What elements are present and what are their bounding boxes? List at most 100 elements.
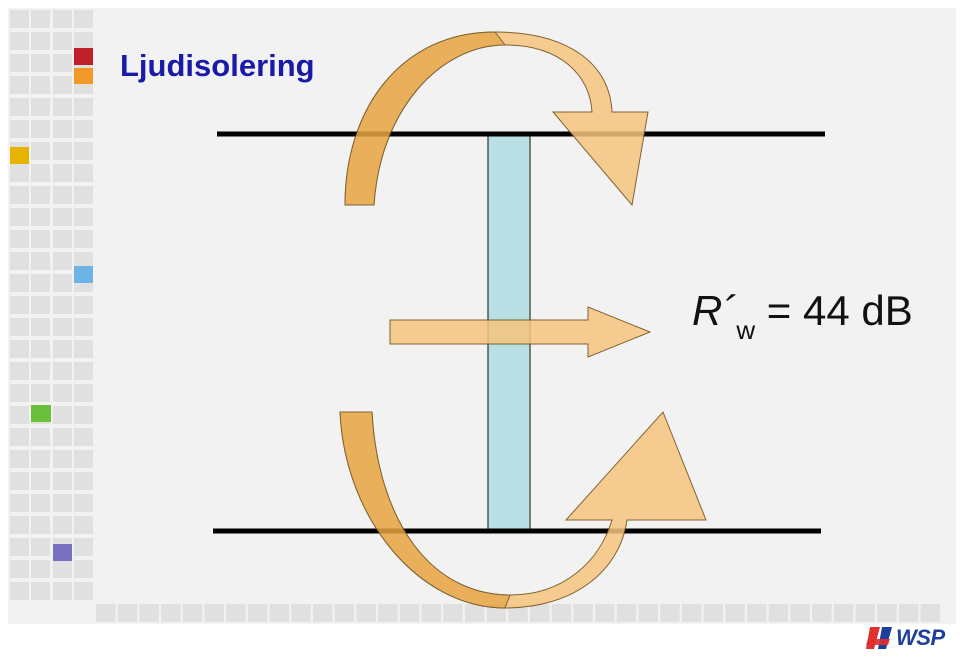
grid-cell	[31, 538, 50, 556]
grid-cell	[74, 252, 93, 270]
grid-cell	[31, 362, 50, 380]
grid-cell	[74, 10, 93, 28]
grid-cell	[31, 10, 50, 28]
grid-cell	[595, 604, 615, 622]
grid-cell	[74, 516, 93, 534]
grid-cell	[247, 604, 268, 622]
grid-cell	[31, 274, 50, 292]
grid-cell	[31, 208, 50, 226]
grid-cell	[53, 296, 72, 314]
grid-cell	[74, 142, 93, 160]
grid-cell	[31, 516, 50, 534]
grid-cell	[421, 604, 441, 622]
grid-cell	[161, 604, 181, 622]
grid-cell	[31, 582, 50, 600]
grid-cell	[53, 494, 72, 512]
grid-cell	[31, 560, 50, 578]
grid-cell	[31, 98, 50, 116]
grid-cell	[269, 604, 290, 622]
formula-subscript: w	[736, 315, 756, 345]
grid-cell	[31, 318, 50, 336]
formula-value: = 44 dB	[766, 287, 913, 334]
grid-cell	[31, 384, 50, 402]
logo-text: WSP	[896, 625, 945, 650]
grid-cell	[53, 76, 72, 94]
grid-cell	[53, 186, 72, 204]
grid-cell	[898, 604, 919, 622]
grid-cell	[399, 604, 420, 622]
grid-cell	[486, 604, 507, 622]
grid-cell	[10, 538, 29, 556]
grid-cell	[139, 604, 159, 622]
grid-cell	[833, 604, 854, 622]
grid-cell	[10, 274, 29, 292]
grid-cell	[53, 142, 72, 160]
grid-cell	[31, 186, 50, 204]
grid-cell	[117, 604, 138, 622]
grid-cell	[877, 604, 897, 622]
upper-flanking-arrow	[344, 31, 649, 207]
grid-cell	[74, 340, 93, 358]
grid-cell	[10, 54, 29, 72]
grid-cell	[74, 582, 93, 600]
grid-cell	[703, 604, 724, 622]
grid-cell	[378, 604, 398, 622]
grid-cell	[74, 230, 93, 248]
grid-cell	[638, 604, 658, 622]
grid-cell	[10, 32, 29, 50]
grid-cell	[53, 54, 72, 72]
grid-cell	[10, 186, 29, 204]
grid-cell	[334, 604, 355, 622]
grid-cell	[53, 340, 72, 358]
grid-cell	[74, 538, 93, 556]
accent-square-purple	[53, 544, 72, 561]
grid-cell	[53, 516, 72, 534]
grid-cell	[74, 494, 93, 512]
slide-title: Ljudisolering	[120, 48, 315, 83]
grid-cell	[10, 164, 29, 182]
grid-cell	[768, 604, 789, 622]
grid-cell	[10, 560, 29, 578]
grid-cell	[443, 604, 463, 622]
grid-cell	[74, 318, 93, 336]
grid-cell	[10, 318, 29, 336]
grid-cell	[812, 604, 832, 622]
grid-cell	[10, 516, 29, 534]
grid-cell	[74, 560, 93, 578]
grid-cell	[74, 450, 93, 468]
grid-cell	[356, 604, 376, 622]
grid-cell	[10, 384, 29, 402]
grid-cell	[53, 164, 72, 182]
grid-cell	[573, 604, 593, 622]
grid-cell	[53, 582, 72, 600]
accent-square-green	[31, 405, 51, 422]
lower-flanking-arrow	[339, 411, 707, 609]
grid-cell	[31, 76, 50, 94]
sound-reduction-formula: R´w = 44 dB	[692, 287, 913, 345]
grid-cell	[10, 428, 29, 446]
grid-cell	[74, 120, 93, 138]
grid-cell	[74, 164, 93, 182]
grid-cell	[920, 604, 941, 622]
grid-cell	[725, 604, 745, 622]
grid-cell	[10, 120, 29, 138]
grid-cell	[53, 274, 72, 292]
grid-cell	[31, 120, 50, 138]
accent-square-blue	[74, 266, 93, 283]
grid-cell	[551, 604, 572, 622]
grid-cell	[53, 362, 72, 380]
grid-cell	[313, 604, 333, 622]
grid-cell	[10, 98, 29, 116]
grid-cell	[53, 120, 72, 138]
grid-cell	[74, 428, 93, 446]
grid-cell	[31, 296, 50, 314]
grid-cell	[182, 604, 203, 622]
grid-cell	[226, 604, 246, 622]
grid-cell	[747, 604, 767, 622]
grid-cell	[31, 340, 50, 358]
grid-cell	[10, 450, 29, 468]
accent-squares	[10, 48, 93, 561]
grid-cell	[74, 406, 93, 424]
grid-cell	[74, 384, 93, 402]
